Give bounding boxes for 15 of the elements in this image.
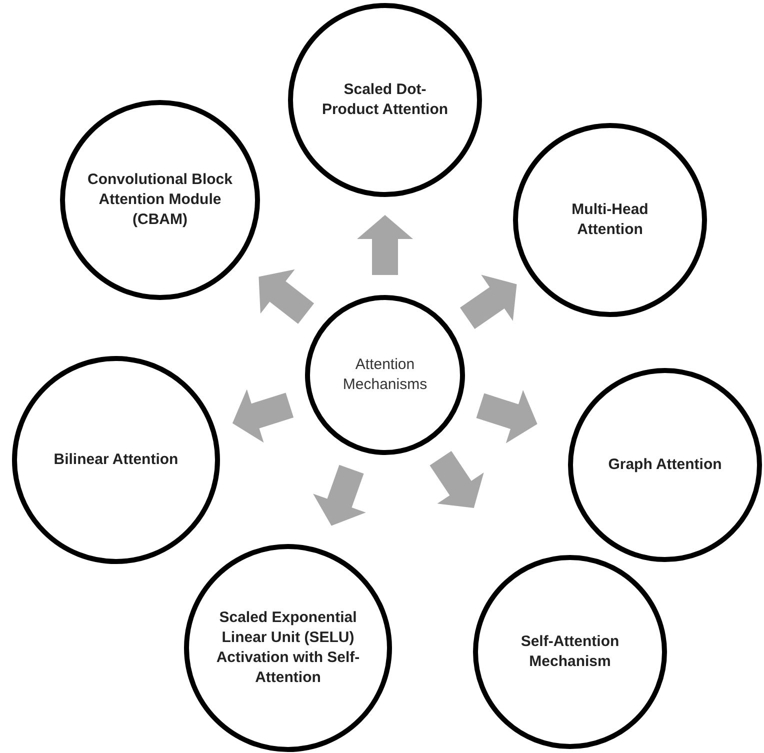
node-label: Multi-Head Attention <box>570 200 650 240</box>
block-arrow <box>313 464 366 526</box>
node-label: Attention Mechanisms <box>342 355 428 395</box>
block-arrow <box>232 389 294 443</box>
node-label: Graph Attention <box>608 455 722 475</box>
node-label: Bilinear Attention <box>54 450 178 470</box>
block-arrow <box>357 215 413 275</box>
block-arrow <box>258 269 314 324</box>
block-arrow <box>476 390 538 444</box>
node-label: Scaled Dot-Product Attention <box>320 80 450 120</box>
node-label: Scaled Exponential Linear Unit (SELU) Activation with Self-Attention <box>215 608 361 688</box>
node-label: Convolutional Block Attention Module (CBAM) <box>86 170 234 230</box>
block-arrow <box>460 274 517 329</box>
node-label: Self-Attention Mechanism <box>520 632 620 672</box>
block-arrow <box>430 450 484 508</box>
